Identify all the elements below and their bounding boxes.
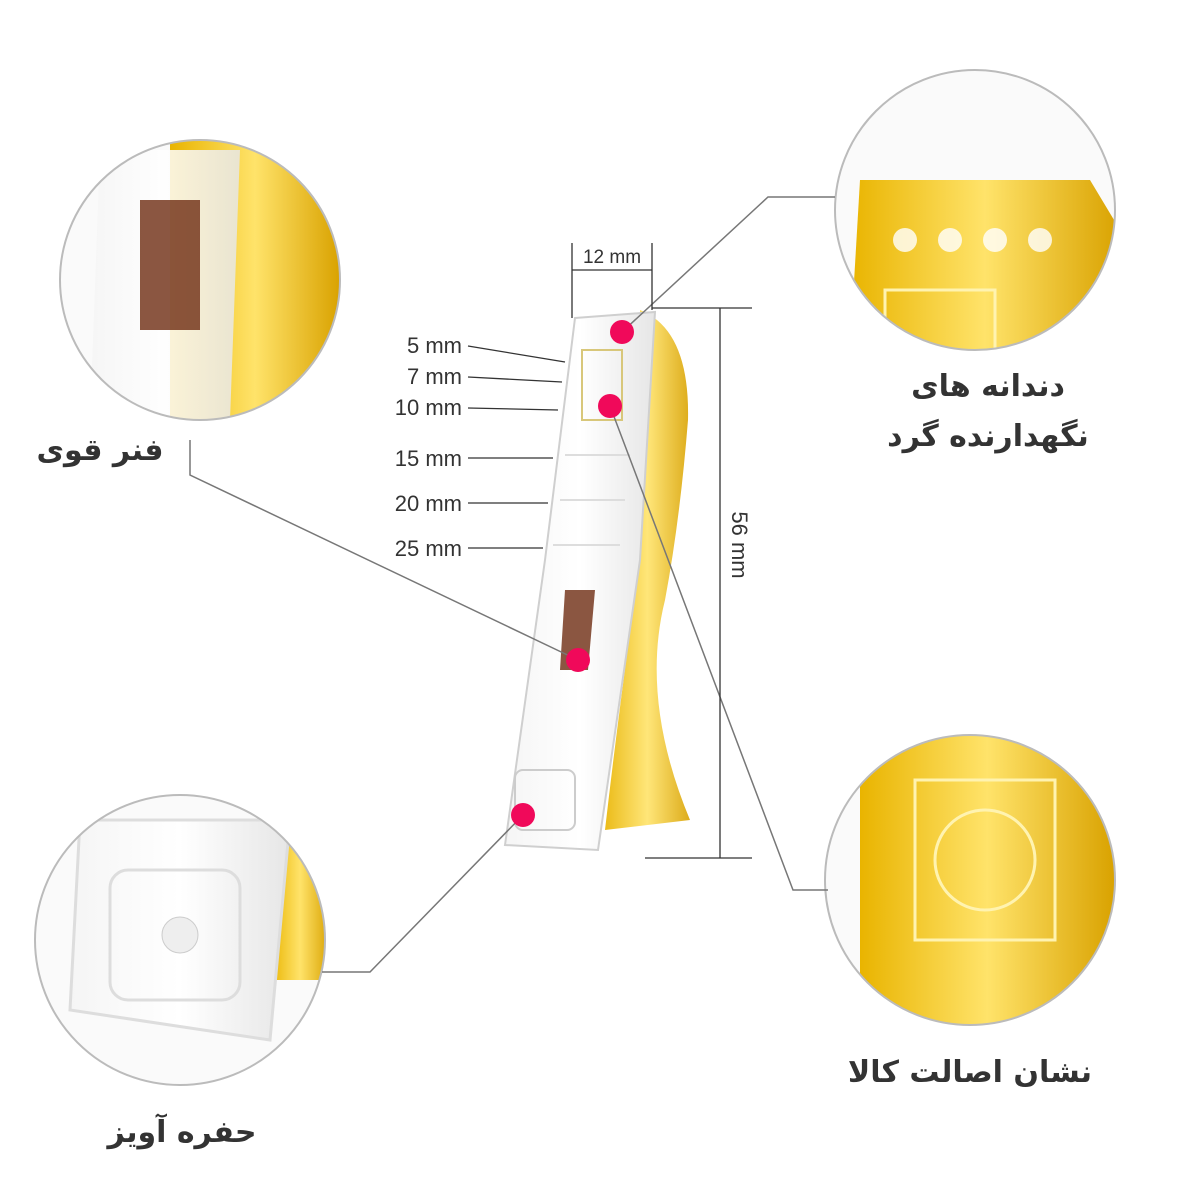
- markers: [511, 320, 634, 827]
- opening-label-20: 20 mm: [395, 491, 462, 516]
- detail-circle-hang-hole: [34, 794, 326, 1086]
- marker-spring: [566, 648, 590, 672]
- width-label: 12 mm: [583, 247, 641, 268]
- opening-label-10: 10 mm: [395, 395, 462, 420]
- opening-label-25: 25 mm: [395, 536, 462, 561]
- callout-lines: [189, 196, 835, 973]
- label-teeth-2: نگهدارنده گرد: [887, 418, 1089, 454]
- opening-label-15: 15 mm: [395, 446, 462, 471]
- marker-authenticity: [598, 394, 622, 418]
- label-spring: فنر قوی: [37, 433, 164, 468]
- height-label: 56 mm: [727, 511, 752, 578]
- clip-product: [503, 310, 690, 852]
- marker-teeth: [610, 320, 634, 344]
- marker-hang-hole: [511, 803, 535, 827]
- dimension-lines: [467, 243, 752, 859]
- detail-circle-teeth: [834, 69, 1116, 351]
- detail-circle-authenticity: [824, 734, 1116, 1026]
- detail-circle-spring: [59, 139, 341, 421]
- label-teeth-1: دندانه های: [911, 369, 1065, 404]
- label-hang-hole: حفره آویز: [106, 1113, 257, 1150]
- label-authenticity: نشان اصالت کالا: [848, 1055, 1092, 1090]
- opening-label-5: 5 mm: [407, 333, 462, 358]
- opening-label-7: 7 mm: [407, 364, 462, 389]
